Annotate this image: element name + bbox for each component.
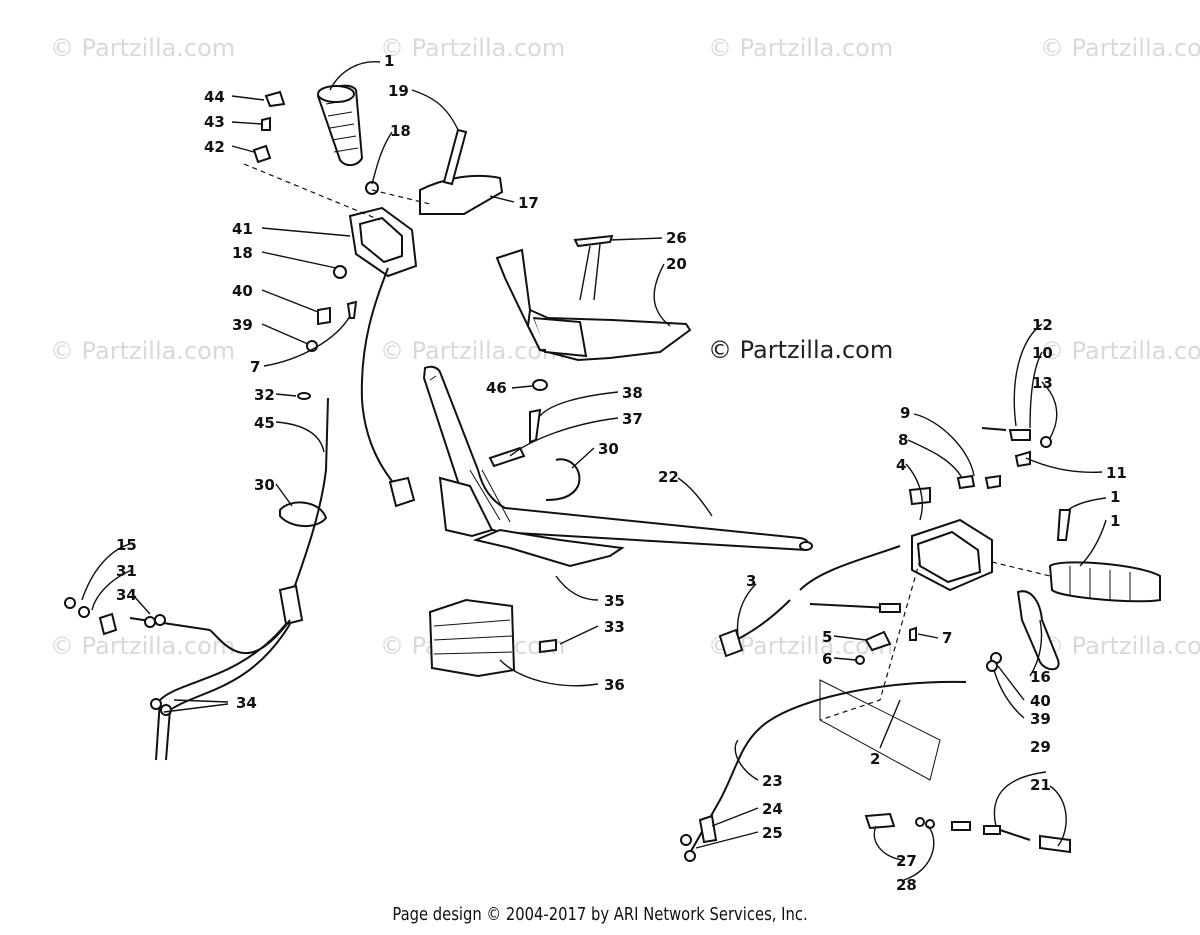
callout: 6 xyxy=(822,650,832,668)
callout: 34 xyxy=(236,694,257,712)
strap-30 xyxy=(545,458,581,501)
callout: 33 xyxy=(604,618,625,636)
watermark-main: © Partzilla.com xyxy=(708,336,894,364)
callout: 25 xyxy=(762,824,783,842)
watermark: © Partzilla.com xyxy=(1040,337,1200,365)
handlebar-pad-36 xyxy=(428,598,557,678)
washer-46 xyxy=(532,379,548,391)
callout: 1 xyxy=(1110,512,1120,530)
callout: 37 xyxy=(622,410,643,428)
watermark: © Partzilla.com xyxy=(50,632,236,660)
callout: 9 xyxy=(900,404,910,422)
callout: 8 xyxy=(898,431,908,449)
handlebar-pad xyxy=(495,234,692,362)
switch-assembly xyxy=(864,812,1071,854)
callout: 24 xyxy=(762,800,783,818)
callout: 31 xyxy=(116,562,137,580)
watermark: © Partzilla.com xyxy=(50,337,236,365)
right-control xyxy=(819,427,1161,721)
callout: 18 xyxy=(390,122,411,140)
callout: 1 xyxy=(384,52,394,70)
callout: 39 xyxy=(1030,710,1051,728)
handlebar xyxy=(422,365,813,568)
watermark: © Partzilla.com xyxy=(50,34,236,62)
watermark: © Partzilla.com xyxy=(708,34,894,62)
callout: 18 xyxy=(232,244,253,262)
callout: 26 xyxy=(666,229,687,247)
bolt-38 xyxy=(529,408,542,444)
callout: 46 xyxy=(486,379,507,397)
watermark: © Partzilla.com xyxy=(380,337,566,365)
callout: 45 xyxy=(254,414,275,432)
callout: 5 xyxy=(822,628,832,646)
callout: 17 xyxy=(518,194,539,212)
callout: 21 xyxy=(1030,776,1051,794)
callout: 30 xyxy=(598,440,619,458)
leader-lines xyxy=(81,61,1107,881)
footer-copyright: Page design © 2004-2017 by ARI Network S… xyxy=(392,904,808,925)
callout: 41 xyxy=(232,220,253,238)
callout: 16 xyxy=(1030,668,1051,686)
callout: 28 xyxy=(896,876,917,894)
watermark: © Partzilla.com xyxy=(1040,34,1200,62)
callout: 23 xyxy=(762,772,783,790)
throttle-cable-assembly xyxy=(64,392,329,761)
callout: 13 xyxy=(1032,374,1053,392)
callout: 38 xyxy=(622,384,643,402)
callout: 7 xyxy=(942,629,952,647)
connector xyxy=(388,476,416,508)
callout: 3 xyxy=(746,572,756,590)
callout: 15 xyxy=(116,536,137,554)
callout: 44 xyxy=(204,88,225,106)
callout: 7 xyxy=(250,358,260,376)
callout: 27 xyxy=(896,852,917,870)
callout: 40 xyxy=(232,282,253,300)
callout: 12 xyxy=(1032,316,1053,334)
left-control xyxy=(243,84,504,352)
callout: 4 xyxy=(896,456,906,474)
callout: 42 xyxy=(204,138,225,156)
callout: 39 xyxy=(232,316,253,334)
callout: 2 xyxy=(870,750,880,768)
left-switch-cable xyxy=(360,267,397,487)
callout: 10 xyxy=(1032,344,1053,362)
callout: 35 xyxy=(604,592,625,610)
callout: 36 xyxy=(604,676,625,694)
callout: 1 xyxy=(1110,488,1120,506)
callout: 11 xyxy=(1106,464,1127,482)
callout: 32 xyxy=(254,386,275,404)
callout: 22 xyxy=(658,468,679,486)
callout: 29 xyxy=(1030,738,1051,756)
callout: 30 xyxy=(254,476,275,494)
watermark: © Partzilla.com xyxy=(1040,632,1200,660)
callout: 40 xyxy=(1030,692,1051,710)
watermark: © Partzilla.com xyxy=(380,34,566,62)
callout: 19 xyxy=(388,82,409,100)
callout: 34 xyxy=(116,586,137,604)
clamp-plate xyxy=(488,446,526,468)
callout: 20 xyxy=(666,255,687,273)
callout: 43 xyxy=(204,113,225,131)
right-wiring xyxy=(680,545,1002,862)
callout-numbers: 1 19 44 43 42 18 17 41 18 40 39 7 26 20 … xyxy=(116,52,1127,894)
